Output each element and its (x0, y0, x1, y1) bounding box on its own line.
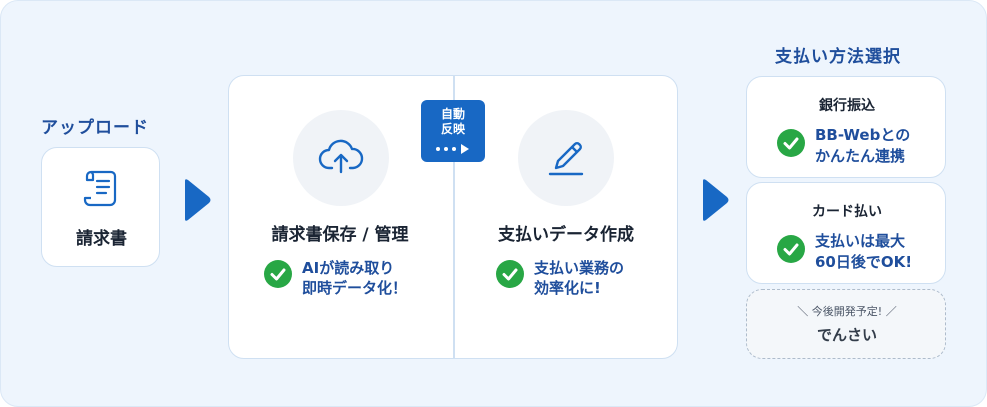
payment-data-feature-line2: 効率化に! (534, 279, 601, 297)
cloud-upload-icon (293, 110, 389, 206)
bank-transfer-line2: かんたん連携 (815, 147, 906, 165)
invoice-label: 請求書 (76, 229, 127, 249)
flow-arrow-1 (182, 178, 212, 222)
storage-feature-line1: AIが読み取り (302, 259, 395, 277)
payment-data-title: 支払いデータ作成 (498, 225, 634, 245)
process-divider (453, 76, 455, 358)
storage-title: 請求書保存 / 管理 (271, 225, 409, 245)
bank-transfer-line1: BB-Webとの (815, 126, 911, 144)
auto-reflect-badge: 自動 反映 (421, 100, 485, 162)
check-icon (777, 129, 805, 157)
card-payment-card: カード払い 支払いは最大 60日後でOK! (746, 182, 946, 284)
card-payment-line2: 60日後でOK! (815, 253, 913, 271)
densai-card: ＼ 今後開発予定! ／ でんさい (746, 289, 946, 359)
densai-title: でんさい (816, 326, 877, 344)
card-payment-line1: 支払いは最大 (815, 232, 906, 250)
check-icon (777, 235, 805, 263)
badge-line1: 自動 (440, 107, 465, 121)
storage-feature-line2: 即時データ化！ (302, 279, 408, 297)
pen-icon (518, 110, 614, 206)
payment-data-feature-line1: 支払い業務の (534, 259, 625, 277)
invoice-card: 請求書 (41, 147, 160, 267)
check-icon (264, 260, 292, 288)
badge-line2: 反映 (440, 122, 465, 136)
bank-transfer-card: 銀行振込 BB-Webとの かんたん連携 (746, 76, 946, 178)
check-icon (496, 260, 524, 288)
document-icon (82, 168, 120, 212)
card-payment-title: カード払い (812, 204, 882, 220)
payment-method-heading: 支払い方法選択 (775, 47, 901, 67)
flow-arrow-2 (700, 178, 730, 222)
future-development-note: ＼ 今後開発予定! ／ (797, 305, 897, 318)
upload-heading: アップロード (41, 118, 149, 138)
dotted-arrow-icon (421, 140, 485, 159)
bank-transfer-title: 銀行振込 (819, 98, 875, 114)
